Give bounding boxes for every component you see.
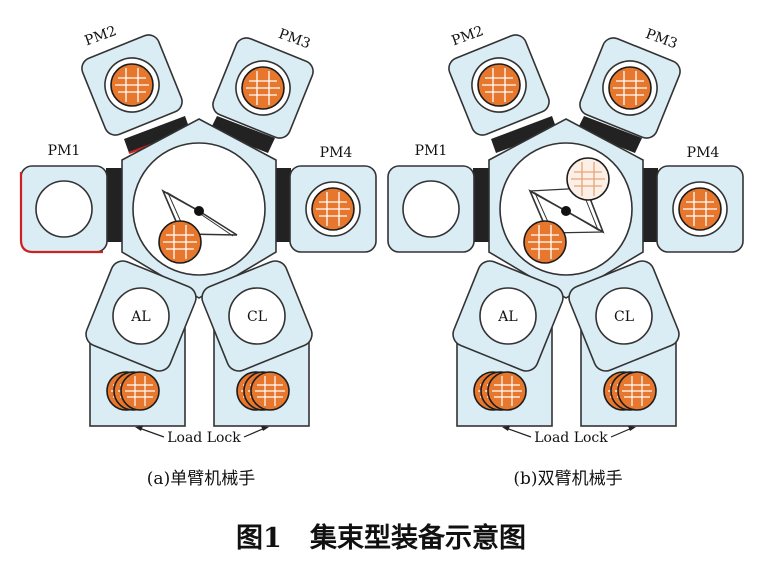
cooler-label: CL	[247, 309, 267, 325]
pm4-label: PM4	[320, 145, 353, 161]
pm3-slot	[210, 116, 275, 153]
pm1-slot	[473, 168, 491, 242]
robot-wafer	[158, 220, 202, 264]
pm1-module: PM1	[387, 143, 475, 253]
loadlock-right-wafers	[603, 371, 657, 411]
pm1-label: PM1	[415, 143, 448, 159]
pm4-slot	[640, 168, 658, 242]
pm2-label: PM2	[450, 23, 486, 49]
single-arm-robot	[158, 189, 238, 264]
loadlock-right-wafers	[236, 371, 290, 411]
pm3-slot	[577, 116, 642, 153]
loadlock-label: Load Lock	[534, 430, 608, 446]
pm2-slot	[491, 116, 557, 153]
loadlock-left-wafers	[473, 371, 527, 411]
aligner-chamber	[112, 287, 170, 345]
dual-arm-robot	[523, 157, 610, 264]
aligner-label: AL	[130, 309, 150, 325]
pm2-slot	[124, 116, 190, 153]
robot-wafer-loaded	[523, 220, 567, 264]
pm1-label: PM1	[48, 143, 81, 159]
pm2-wafer	[110, 63, 154, 107]
pm3-wafer	[608, 66, 652, 110]
pm2-label: PM2	[83, 23, 119, 49]
loadlock-left-wafers	[106, 371, 160, 411]
cooler-label: CL	[614, 309, 634, 325]
pm1-module: PM1	[19, 143, 108, 254]
pm1-slot	[106, 168, 124, 242]
pm3-label: PM3	[276, 26, 312, 52]
caption-b: (b)双臂机械手	[513, 469, 622, 489]
pm4-module: PM4	[656, 145, 744, 253]
loadlock-callout: Load Lock	[502, 426, 636, 446]
pm3-label: PM3	[643, 26, 679, 52]
caption-a: (a)单臂机械手	[147, 469, 255, 489]
panel-b: PM1 PM2 PM3 PM4 AL CL	[387, 23, 744, 489]
aligner-label: AL	[497, 309, 517, 325]
pm1-empty-chamber	[35, 180, 93, 238]
pm1-empty-chamber	[402, 180, 460, 238]
cooler-chamber	[228, 287, 286, 345]
loadlock-callout: Load Lock	[135, 426, 269, 446]
loadlock-label: Load Lock	[167, 430, 241, 446]
pm4-module: PM4	[289, 145, 377, 253]
figure-title: 图1 集束型装备示意图	[236, 522, 526, 554]
cooler-chamber	[595, 287, 653, 345]
robot-wafer-pale	[566, 157, 610, 201]
panel-a: PM1 PM2 PM3 PM4 AL	[19, 23, 377, 489]
aligner-chamber	[479, 287, 537, 345]
pm4-slot	[273, 168, 291, 242]
pm2-wafer	[477, 63, 521, 107]
pm3-wafer	[241, 66, 285, 110]
pm4-label: PM4	[687, 145, 720, 161]
